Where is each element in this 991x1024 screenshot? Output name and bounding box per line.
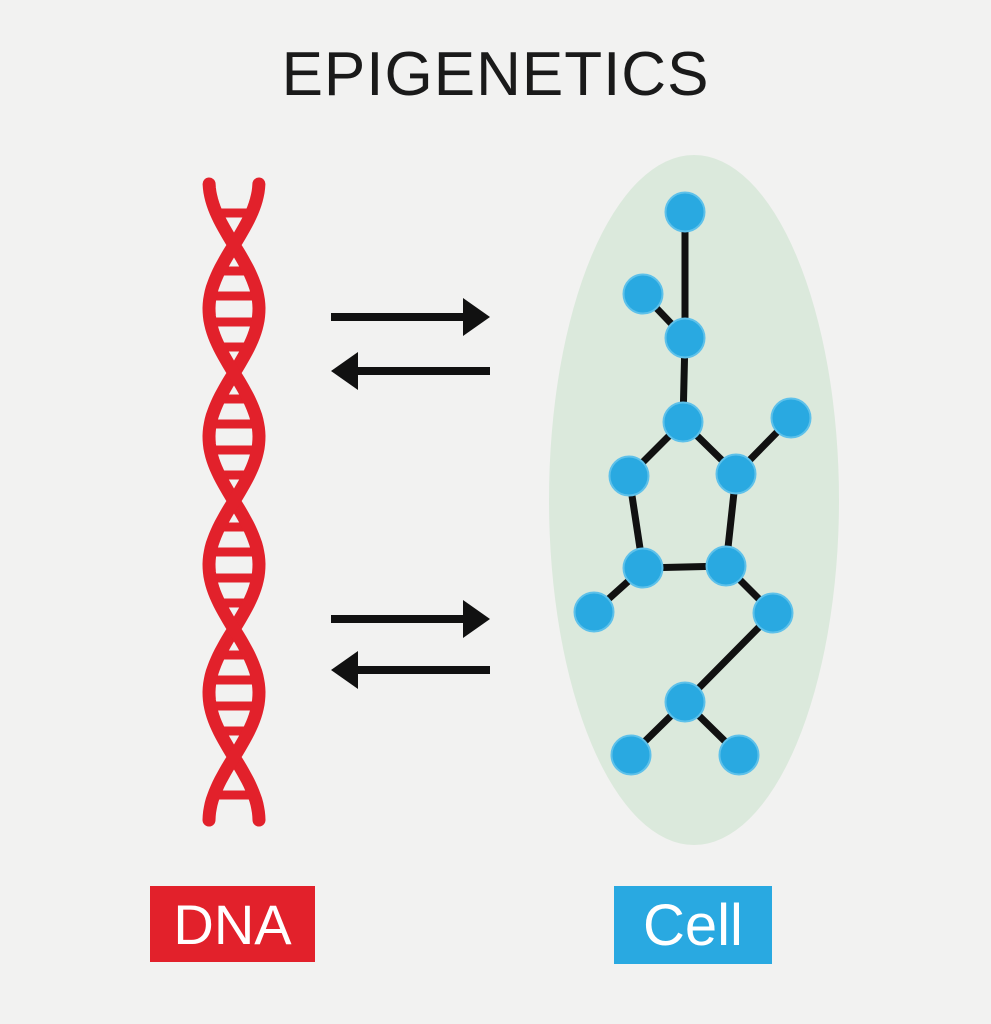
- arrow-cell-to-dna-lower: [331, 651, 490, 689]
- cell-label-text: Cell: [643, 892, 743, 958]
- cell-background-ellipse: [549, 155, 839, 845]
- molecule-bond: [681, 609, 777, 706]
- molecule-node: [573, 591, 615, 633]
- molecule-node: [752, 592, 794, 634]
- molecule-node: [664, 317, 706, 359]
- diagram-title: EPIGENETICS: [281, 40, 710, 109]
- arrow-cell-to-dna-upper: [331, 352, 490, 390]
- cell-label: Cell: [614, 886, 772, 964]
- molecule-node: [715, 453, 757, 495]
- molecule-node: [664, 191, 706, 233]
- cell-molecule-illustration: [549, 155, 839, 845]
- arrow-dna-to-cell-lower: [331, 600, 490, 638]
- molecule-node: [718, 734, 760, 776]
- arrow-head-left: [331, 651, 358, 689]
- dna-label-text: DNA: [173, 892, 292, 956]
- dna-helix-illustration: [202, 177, 266, 827]
- arrow-head-left: [331, 352, 358, 390]
- molecule-node: [608, 455, 650, 497]
- molecule-node: [622, 273, 664, 315]
- molecule-node: [705, 545, 747, 587]
- arrow-head-right: [463, 600, 490, 638]
- dna-label: DNA: [150, 886, 315, 962]
- molecule-node: [610, 734, 652, 776]
- molecule-node: [622, 547, 664, 589]
- molecule-node: [770, 397, 812, 439]
- molecule-node: [664, 681, 706, 723]
- arrow-dna-to-cell-upper: [331, 298, 490, 336]
- arrow-head-right: [463, 298, 490, 336]
- equilibrium-arrows: [331, 298, 490, 689]
- helix-strand-2: [202, 177, 266, 827]
- molecule-node: [662, 401, 704, 443]
